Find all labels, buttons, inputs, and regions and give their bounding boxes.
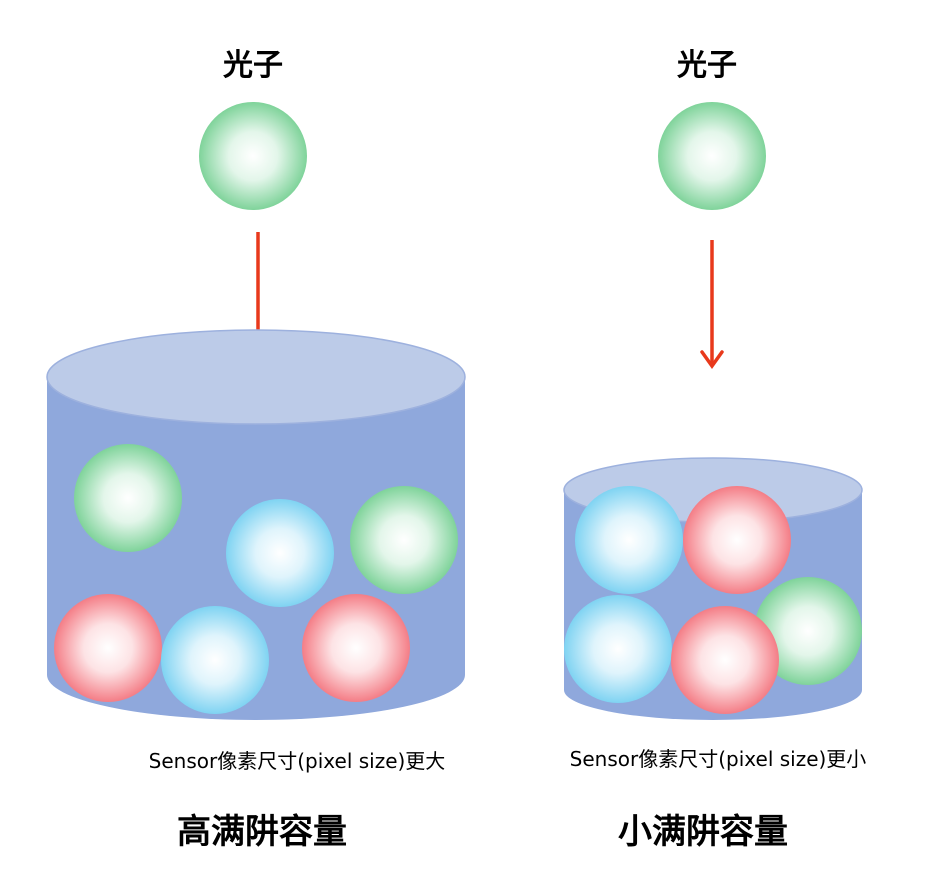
right-red-ball-2 xyxy=(671,606,779,714)
left-green-ball-1 xyxy=(74,444,182,552)
right-red-ball-1 xyxy=(683,486,791,594)
right-photon xyxy=(658,102,766,210)
left-blue-ball-1 xyxy=(226,499,334,607)
right-arrow xyxy=(700,240,724,370)
right-result-label: 小满阱容量 xyxy=(618,812,788,852)
left-photon-label: 光子 xyxy=(223,48,283,83)
left-red-ball-1 xyxy=(54,594,162,702)
left-green-ball-2 xyxy=(350,486,458,594)
right-green-ball xyxy=(754,577,862,685)
left-red-ball-2 xyxy=(302,594,410,702)
right-bucket xyxy=(563,457,863,720)
left-bucket xyxy=(46,329,466,720)
left-blue-ball-2 xyxy=(161,606,269,714)
right-caption: Sensor像素尺寸(pixel size)更小 xyxy=(569,747,867,771)
left-result-label: 高满阱容量 xyxy=(177,812,347,852)
right-blue-ball-1 xyxy=(575,486,683,594)
right-photon-label: 光子 xyxy=(677,48,737,83)
left-caption: Sensor像素尺寸(pixel size)更大 xyxy=(148,749,446,773)
left-photon xyxy=(199,102,307,210)
right-blue-ball-2 xyxy=(564,595,672,703)
